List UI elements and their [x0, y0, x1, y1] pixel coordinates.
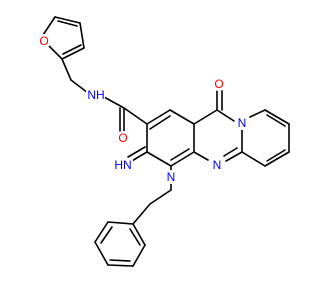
bond [103, 96, 125, 109]
bond [70, 79, 89, 94]
bond [61, 47, 85, 60]
bond [146, 151, 172, 167]
bond [216, 109, 235, 122]
bond [193, 109, 218, 125]
bond [48, 45, 63, 60]
bond [94, 221, 109, 243]
bond [149, 189, 172, 205]
atom-label: NH [87, 88, 104, 102]
bond [169, 109, 195, 125]
bond [79, 22, 85, 49]
bond [225, 151, 243, 162]
structure-diagram: O NH O O HN N N N [37, 16, 290, 267]
atom-label: N [167, 170, 176, 184]
atom-label: HN [114, 158, 131, 172]
bond [57, 20, 78, 27]
bond [123, 107, 148, 125]
bond [94, 241, 109, 266]
bond-layer [42, 16, 290, 267]
bond [109, 259, 131, 262]
bond [241, 151, 266, 167]
furan-oxygen-atom: O [37, 34, 51, 48]
bond [107, 221, 134, 225]
ring-nitrogen-atom: N [164, 170, 178, 184]
bond [61, 58, 72, 81]
bond [149, 115, 171, 130]
bond [132, 244, 146, 267]
atom-label: N [238, 116, 247, 130]
bond [146, 109, 171, 125]
bond [54, 16, 81, 24]
atom-label: O [214, 77, 223, 91]
bond [249, 109, 266, 118]
imino-nitrogen-atom: HN [113, 158, 133, 173]
bond [132, 223, 146, 246]
bond [129, 228, 141, 246]
bond [132, 203, 151, 225]
bond [170, 151, 195, 167]
pyrimidine-nitrogen-atom: N [210, 158, 224, 172]
bond [42, 16, 56, 36]
bond [266, 149, 286, 162]
bond [223, 147, 238, 157]
bond [127, 146, 146, 158]
atom-label: O [39, 34, 48, 48]
bridgehead-nitrogen-atom: N [235, 116, 249, 130]
bond [264, 109, 290, 125]
amide-oxygen-atom: O [116, 131, 130, 145]
bond [62, 44, 82, 55]
atom-label: N [213, 158, 222, 172]
amide-nitrogen-atom: NH [86, 87, 105, 102]
bond [170, 148, 190, 161]
atom-label-layer: O NH O O HN N N N [37, 34, 249, 184]
bond [264, 151, 290, 167]
bond [266, 114, 286, 127]
bond [107, 264, 134, 267]
atom-label: O [118, 131, 127, 145]
bond [100, 226, 113, 244]
bond [193, 151, 209, 161]
ketone-oxygen-atom: O [212, 77, 226, 91]
